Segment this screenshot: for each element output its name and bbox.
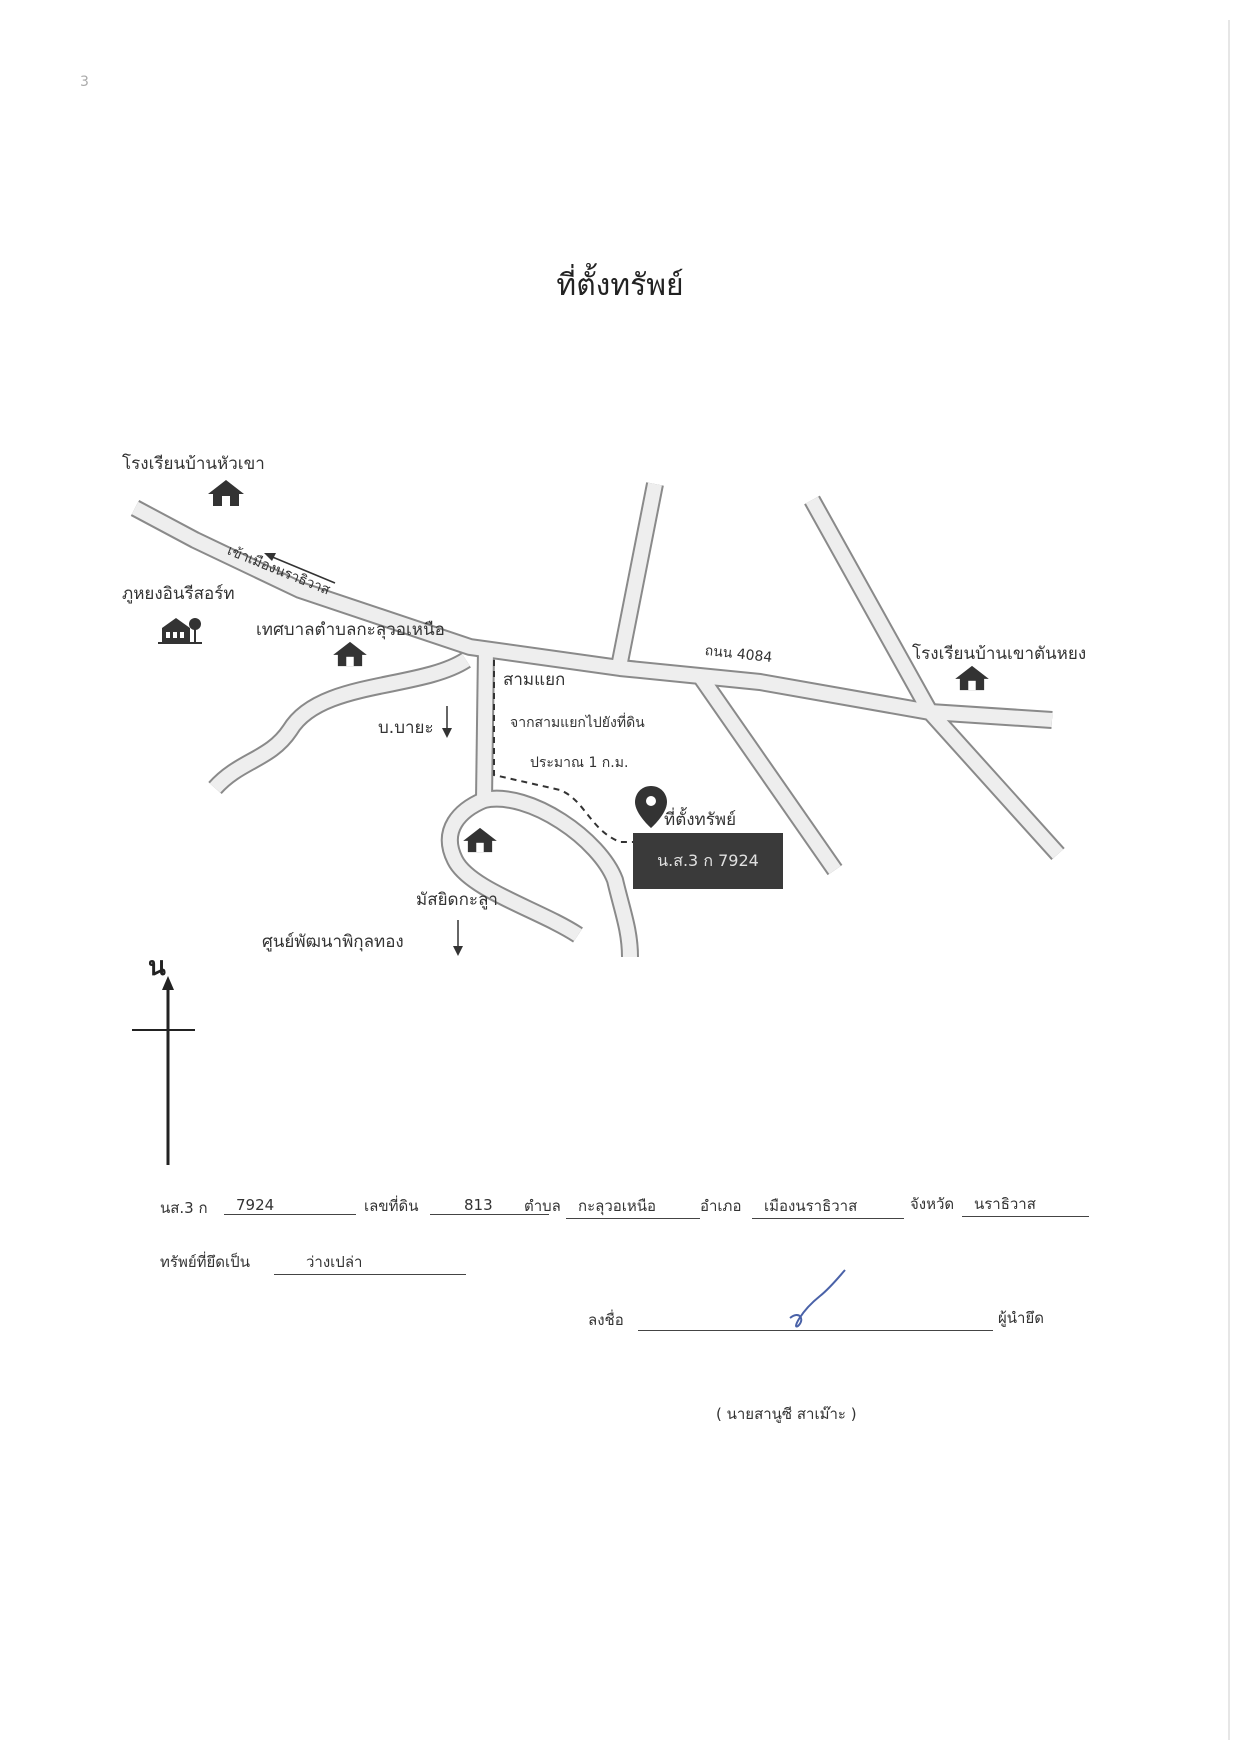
north-arrow-icon [132,976,195,1165]
doc-number-field: 7924 [224,1196,356,1215]
roads [130,482,1065,958]
resort-label: ภูหยงอินรีสอร์ท [122,584,235,604]
doc-prefix-label: นส.3 ก [160,1199,208,1217]
signature-line [638,1330,993,1331]
property-marker-label: ที่ตั้งทรัพย์ [664,810,737,830]
north-label: น [148,952,166,982]
route-dashed [493,660,640,843]
municipality-label: เทศบาลตำบลกะลุวอเหนือ [256,620,445,640]
municipality-house-icon [333,641,367,667]
signer-role-label: ผู้นำยึด [998,1309,1044,1327]
school-khao-tan-yong-house-icon [955,665,989,691]
junction-label: สามแยก [503,670,566,690]
district-label: อำเภอ [700,1197,742,1215]
seized-as-label: ทรัพย์ที่ยึดเป็น [160,1253,250,1271]
property-tag: น.ส.3 ก 7924 [633,833,783,889]
school-khao-tan-yong-label: โรงเรียนบ้านเขาตันหยง [912,644,1087,664]
corner-mark: 3 [80,74,89,90]
sign-label: ลงชื่อ [588,1311,624,1329]
seized-as-field: ว่างเปล่า [274,1250,466,1275]
mosque-house-icon [463,827,497,853]
resort-icon [158,618,202,644]
page-title: ที่ตั้งทรัพย์ [556,268,684,303]
district-field: เมืองนราธิวาส [752,1194,904,1219]
school-hua-khao-house-icon [208,480,244,506]
arrow-center-icon [453,920,463,956]
arrow-to-city-icon [264,553,336,584]
route-note-line2: ประมาณ 1 ก.ม. [530,755,629,771]
mosque-label: มัสยิดกะลูา [416,890,498,910]
land-no-label: เลขที่ดิน [364,1197,419,1215]
subdistrict-field: กะลุวอเหนือ [566,1194,700,1219]
province-field: นราธิวาส [962,1192,1089,1217]
subdistrict-label: ตำบล [524,1197,561,1215]
location-pin-icon [635,786,667,828]
signature-mark [789,1269,846,1328]
center-label: ศูนย์พัฒนาพิกุลทอง [262,932,404,952]
route-note-line1: จากสามแยกไปยังที่ดิน [510,715,645,731]
page-edge [1228,20,1230,1740]
arrow-ban-baya-icon [442,706,452,738]
land-no-field: 813 [430,1196,549,1215]
province-label: จังหวัด [910,1195,955,1213]
school-hua-khao-label: โรงเรียนบ้านหัวเขา [122,454,265,474]
ban-baya-label: บ.บายะ [378,718,434,738]
signer-name: ( นายสานูซี สาเม๊าะ ) [716,1405,857,1423]
